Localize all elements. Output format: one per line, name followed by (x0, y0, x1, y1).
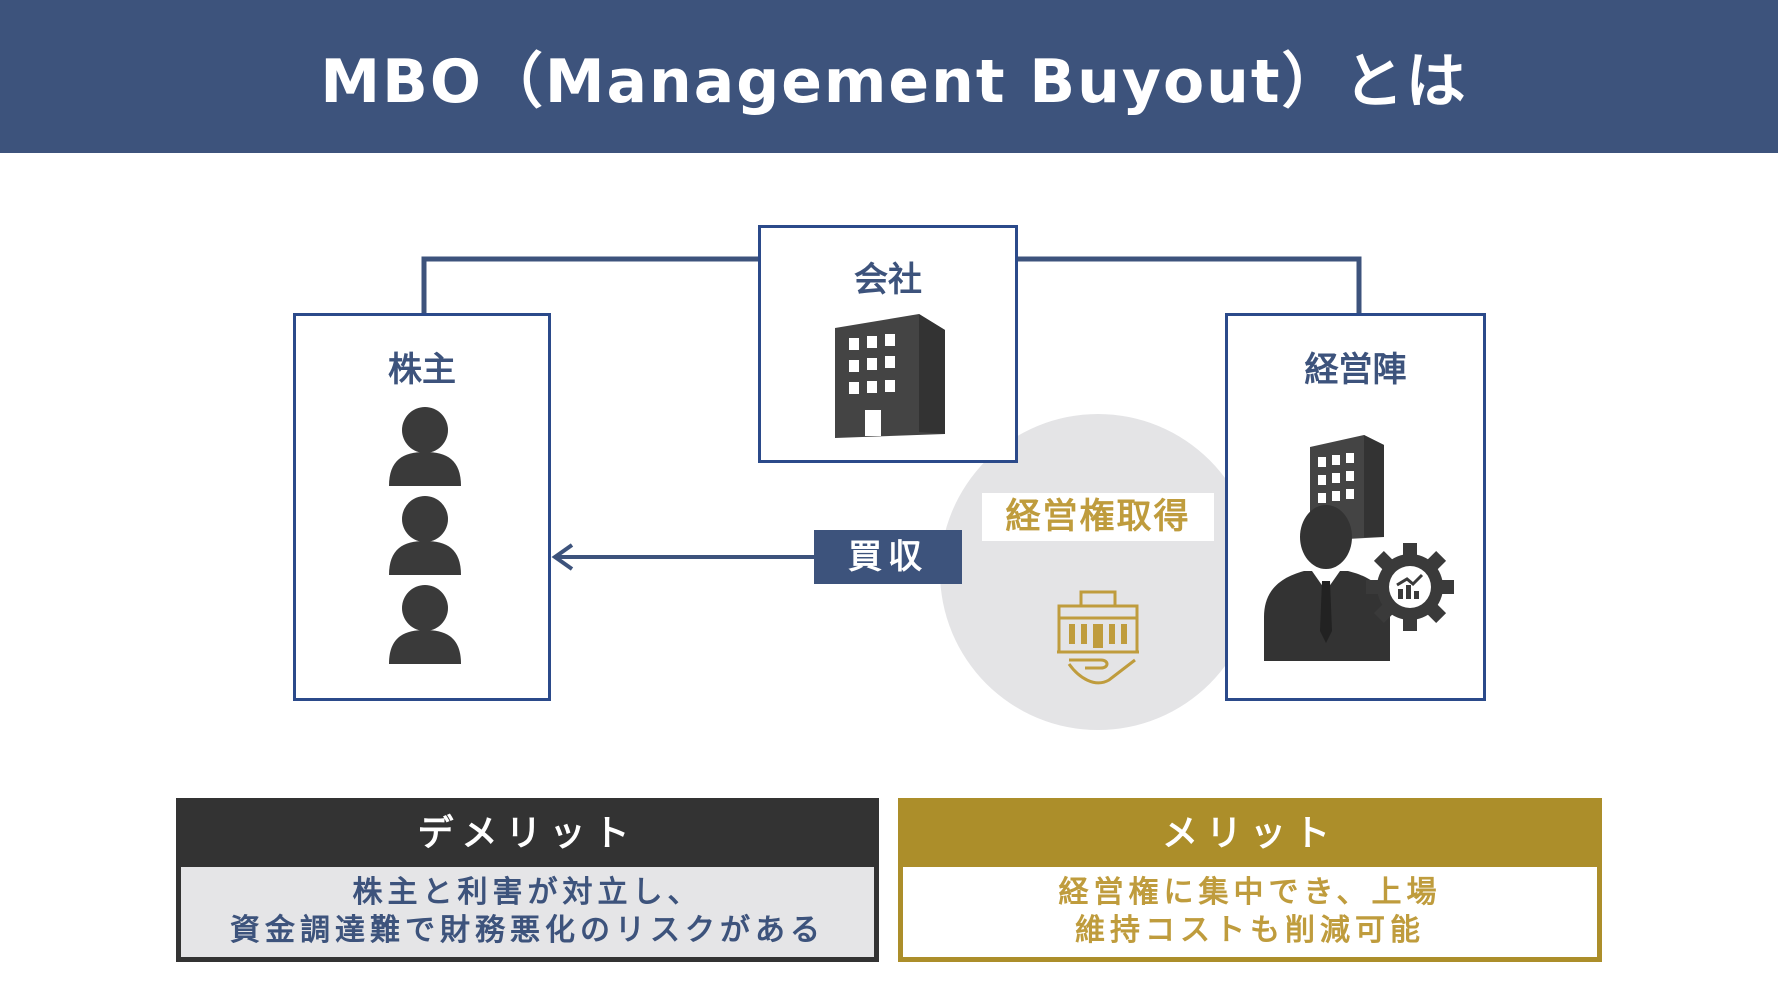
building-icon (835, 314, 945, 438)
hand-holding-building-icon (1057, 590, 1139, 685)
merit-line-2: 維持コストも削減可能 (1075, 913, 1425, 948)
buyout-label: 買収 (814, 530, 962, 584)
demerit-line-2: 資金調達難で財務悪化のリスクがある (230, 913, 825, 948)
management-label: 経営陣 (1304, 350, 1407, 390)
person-icon (389, 407, 461, 486)
arrowhead-left-icon (551, 543, 574, 571)
person-icon (389, 585, 461, 664)
company-to-management-line (1016, 256, 1362, 315)
company-label: 会社 (854, 260, 922, 300)
header-bar: MBO（Management Buyout）とは (0, 0, 1778, 153)
demerit-title: デメリット (417, 813, 638, 854)
person-icon (389, 496, 461, 575)
acquire-rights-label: 経営権取得 (982, 493, 1214, 541)
merit-line-1: 経営権に集中でき、上場 (1058, 875, 1442, 910)
acquisition-circle (940, 414, 1256, 730)
page-title: MBO（Management Buyout）とは (320, 47, 1468, 117)
demerit-body: 株主と利害が対立し、 資金調達難で財務悪化のリスクがある (181, 867, 874, 957)
businessman-building-gear-icon (1264, 435, 1454, 661)
shareholders-box: 株主 (293, 313, 551, 701)
merit-title: メリット (1161, 813, 1338, 854)
demerit-panel: デメリット 株主と利害が対立し、 資金調達難で財務悪化のリスクがある (176, 798, 879, 962)
demerit-line-1: 株主と利害が対立し、 (352, 875, 703, 910)
management-box: 経営陣 (1225, 313, 1486, 701)
shareholders-label: 株主 (388, 350, 456, 390)
merit-panel: メリット 経営権に集中でき、上場 維持コストも削減可能 (898, 798, 1602, 962)
company-box: 会社 (758, 225, 1018, 463)
company-to-shareholders-line (421, 256, 760, 315)
merit-body: 経営権に集中でき、上場 維持コストも削減可能 (903, 867, 1597, 957)
